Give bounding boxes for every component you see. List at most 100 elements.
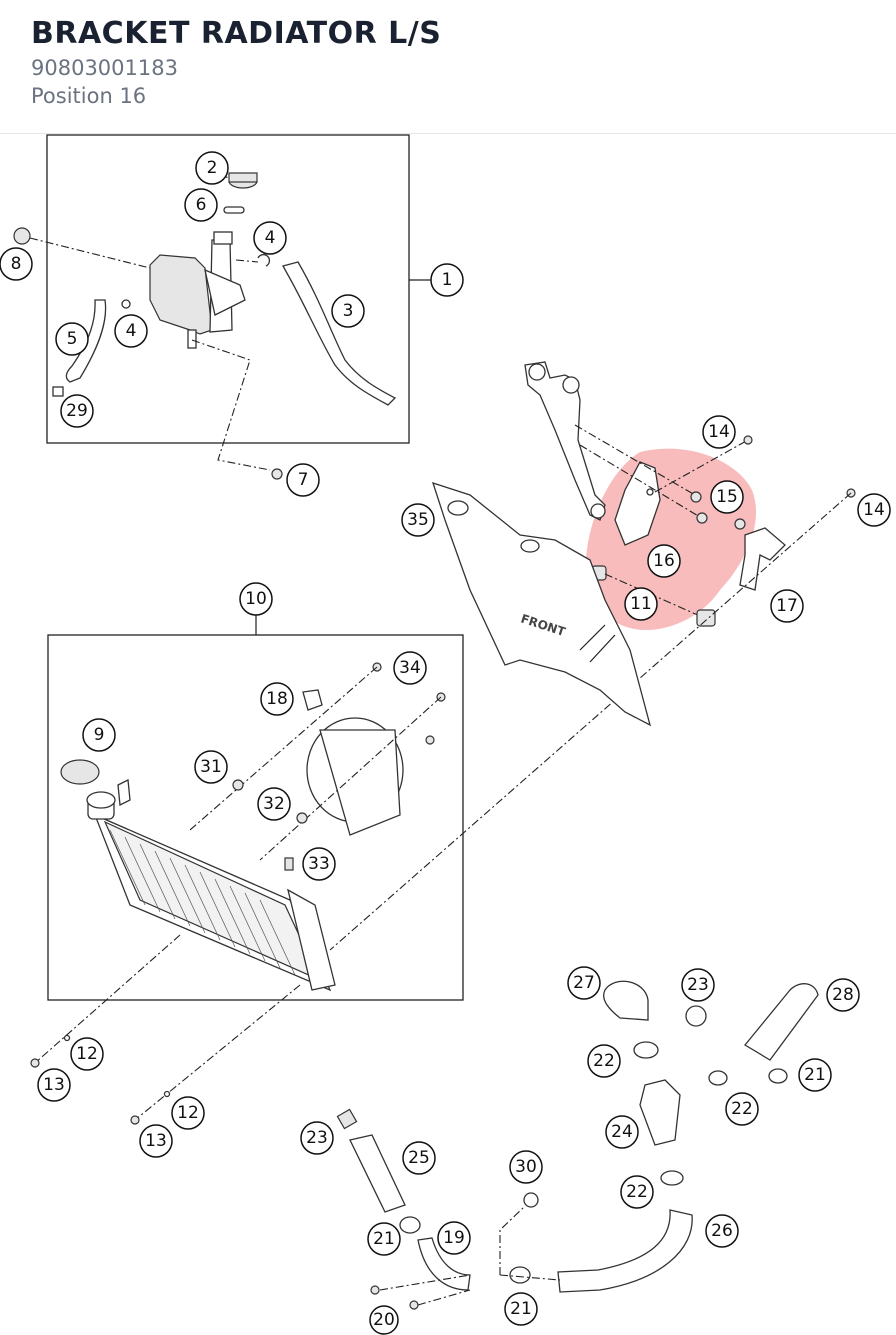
- callout-12[interactable]: 12: [171, 1096, 205, 1130]
- hose-group: [336, 980, 819, 1310]
- svg-text:23: 23: [687, 975, 709, 995]
- svg-text:12: 12: [76, 1044, 98, 1064]
- svg-text:26: 26: [711, 1221, 733, 1241]
- shroud-group: FRONT: [431, 481, 652, 727]
- svg-text:1: 1: [442, 270, 453, 290]
- svg-text:31: 31: [200, 757, 222, 777]
- svg-text:9: 9: [94, 725, 105, 745]
- svg-text:14: 14: [708, 422, 730, 442]
- svg-text:18: 18: [266, 689, 288, 709]
- callout-32[interactable]: 32: [257, 787, 291, 821]
- callout-25[interactable]: 25: [402, 1141, 436, 1175]
- callout-24[interactable]: 24: [605, 1115, 639, 1149]
- callout-6[interactable]: 6: [184, 188, 218, 222]
- svg-text:4: 4: [126, 321, 137, 341]
- svg-text:6: 6: [196, 195, 207, 215]
- callout-21[interactable]: 21: [504, 1292, 538, 1326]
- svg-text:33: 33: [308, 854, 330, 874]
- callout-28[interactable]: 28: [826, 978, 860, 1012]
- svg-text:10: 10: [245, 589, 267, 609]
- svg-text:16: 16: [653, 551, 675, 571]
- svg-text:35: 35: [407, 510, 429, 530]
- svg-text:29: 29: [66, 401, 88, 421]
- callout-19[interactable]: 19: [437, 1221, 471, 1255]
- highlight-region: [585, 448, 757, 631]
- svg-text:2: 2: [207, 158, 218, 178]
- svg-text:27: 27: [573, 973, 595, 993]
- callout-33[interactable]: 33: [302, 847, 336, 881]
- callout-12[interactable]: 12: [70, 1037, 104, 1071]
- callout-13[interactable]: 13: [37, 1068, 71, 1102]
- callout-17[interactable]: 17: [770, 589, 804, 623]
- svg-text:3: 3: [343, 301, 354, 321]
- svg-text:22: 22: [626, 1182, 648, 1202]
- callout-15[interactable]: 15: [710, 480, 744, 514]
- callout-31[interactable]: 31: [194, 750, 228, 784]
- callout-18[interactable]: 18: [260, 682, 294, 716]
- svg-text:4: 4: [265, 228, 276, 248]
- callout-35[interactable]: 35: [401, 503, 435, 537]
- svg-text:25: 25: [408, 1148, 430, 1168]
- svg-text:24: 24: [611, 1122, 633, 1142]
- position-label: Position 16: [31, 84, 147, 108]
- callout-30[interactable]: 30: [509, 1150, 543, 1184]
- callout-21[interactable]: 21: [367, 1222, 401, 1256]
- callout-2[interactable]: 2: [195, 151, 229, 185]
- callout-3[interactable]: 3: [331, 294, 365, 328]
- callout-4[interactable]: 4: [253, 221, 287, 255]
- svg-text:13: 13: [43, 1075, 65, 1095]
- svg-text:7: 7: [298, 470, 309, 490]
- svg-text:15: 15: [716, 487, 738, 507]
- callout-26[interactable]: 26: [705, 1214, 739, 1248]
- callout-21[interactable]: 21: [798, 1058, 832, 1092]
- bracket-group: [329, 361, 856, 951]
- callout-13[interactable]: 13: [139, 1124, 173, 1158]
- svg-text:20: 20: [373, 1310, 395, 1330]
- svg-text:21: 21: [804, 1065, 826, 1085]
- callout-16[interactable]: 16: [647, 544, 681, 578]
- svg-text:12: 12: [177, 1103, 199, 1123]
- callout-23[interactable]: 23: [300, 1121, 334, 1155]
- svg-text:14: 14: [863, 500, 885, 520]
- svg-text:21: 21: [510, 1299, 532, 1319]
- callout-5[interactable]: 5: [55, 322, 89, 356]
- svg-text:22: 22: [593, 1051, 615, 1071]
- callout-29[interactable]: 29: [60, 394, 94, 428]
- callout-7[interactable]: 7: [286, 463, 320, 497]
- callout-23[interactable]: 23: [681, 968, 715, 1002]
- svg-text:17: 17: [776, 596, 798, 616]
- svg-text:23: 23: [306, 1128, 328, 1148]
- callout-14[interactable]: 14: [857, 493, 891, 527]
- svg-text:32: 32: [263, 794, 285, 814]
- callout-22[interactable]: 22: [725, 1092, 759, 1126]
- radiator-group: [30, 662, 446, 1125]
- coolant-tank-frame: [46, 134, 410, 444]
- svg-text:21: 21: [373, 1229, 395, 1249]
- callout-1[interactable]: 1: [430, 263, 464, 297]
- svg-text:30: 30: [515, 1157, 537, 1177]
- callout-34[interactable]: 34: [393, 651, 427, 685]
- callout-9[interactable]: 9: [82, 718, 116, 752]
- callout-27[interactable]: 27: [567, 966, 601, 1000]
- svg-text:5: 5: [67, 329, 78, 349]
- callout-22[interactable]: 22: [587, 1044, 621, 1078]
- callout-22[interactable]: 22: [620, 1175, 654, 1209]
- svg-text:34: 34: [399, 658, 421, 678]
- svg-text:19: 19: [443, 1228, 465, 1248]
- svg-text:11: 11: [630, 594, 652, 614]
- callout-20[interactable]: 20: [369, 1305, 399, 1335]
- callout-14[interactable]: 14: [702, 415, 736, 449]
- callout-4[interactable]: 4: [114, 314, 148, 348]
- page-title: BRACKET RADIATOR L/S: [31, 16, 442, 51]
- header: BRACKET RADIATOR L/S 90803001183 Positio…: [0, 0, 896, 134]
- svg-text:8: 8: [11, 254, 22, 274]
- part-number: 90803001183: [31, 56, 178, 80]
- callout-10[interactable]: 10: [239, 582, 273, 616]
- coolant-tank-group: [13, 167, 397, 480]
- svg-text:28: 28: [832, 985, 854, 1005]
- callout-11[interactable]: 11: [624, 587, 658, 621]
- svg-text:22: 22: [731, 1099, 753, 1119]
- svg-text:13: 13: [145, 1131, 167, 1151]
- callout-8[interactable]: 8: [0, 247, 33, 281]
